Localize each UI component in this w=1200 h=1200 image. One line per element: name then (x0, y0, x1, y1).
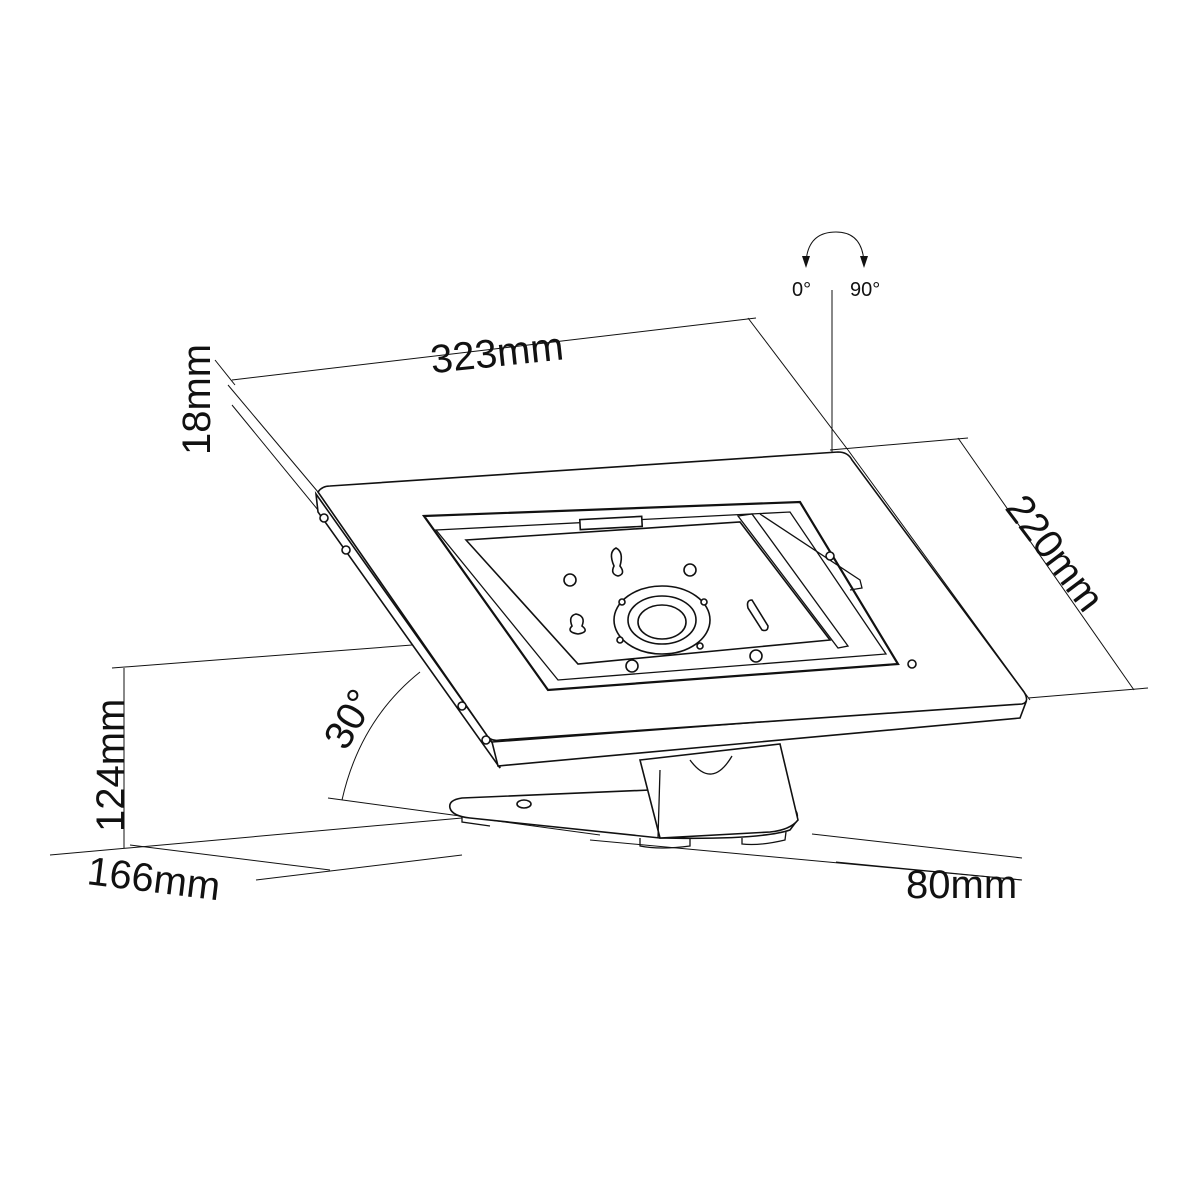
height-label: 124mm (89, 699, 133, 832)
depth-label: 220mm (997, 487, 1112, 620)
width-label: 323mm (428, 324, 565, 382)
tilt-angle-label: 30° (316, 682, 384, 756)
tablet-enclosure (314, 451, 1028, 769)
base-length-label: 166mm (85, 849, 223, 909)
dimension-lines (49, 231, 1149, 881)
rotation-max-label: 90° (850, 279, 880, 301)
thickness-label: 18mm (175, 344, 219, 455)
base-width-label: 80mm (906, 863, 1017, 907)
rotation-min-label: 0° (792, 279, 811, 301)
stand-stem (638, 743, 799, 839)
